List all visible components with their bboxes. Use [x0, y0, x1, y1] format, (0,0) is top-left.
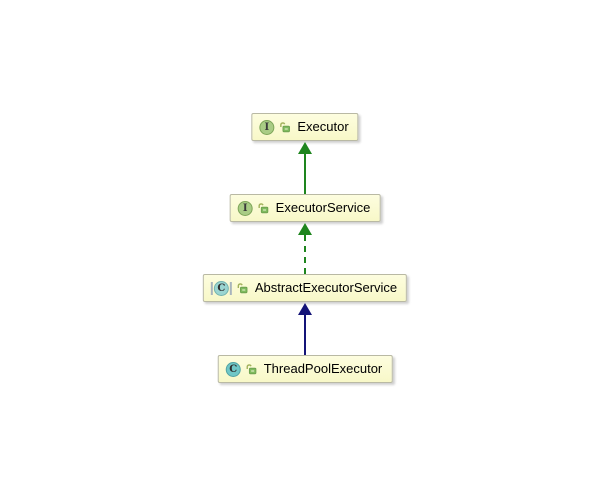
- implements-arrow-line: [304, 235, 306, 274]
- node-label: ExecutorService: [275, 200, 371, 215]
- extends-arrowhead: [298, 303, 312, 315]
- class-icon: C: [225, 361, 241, 377]
- node-executor-service[interactable]: I ExecutorService: [229, 194, 381, 222]
- abstract-class-icon: C: [210, 280, 232, 296]
- interface-icon: I: [237, 200, 253, 216]
- node-label: Executor: [297, 119, 349, 134]
- lock-icon: [258, 202, 269, 214]
- node-executor[interactable]: I Executor: [251, 113, 359, 141]
- extends-arrowhead: [298, 142, 312, 154]
- lock-icon: [246, 363, 257, 375]
- extends-arrow-line: [304, 154, 306, 194]
- node-label: ThreadPoolExecutor: [263, 361, 383, 376]
- node-label: AbstractExecutorService: [254, 280, 398, 295]
- implements-arrowhead: [298, 223, 312, 235]
- lock-icon: [237, 282, 248, 294]
- lock-icon: [279, 121, 290, 133]
- interface-icon: I: [259, 119, 275, 135]
- extends-arrow-line: [304, 315, 306, 355]
- node-abstract-executor-service[interactable]: C AbstractExecutorService: [202, 274, 408, 302]
- node-thread-pool-executor[interactable]: C ThreadPoolExecutor: [217, 355, 393, 383]
